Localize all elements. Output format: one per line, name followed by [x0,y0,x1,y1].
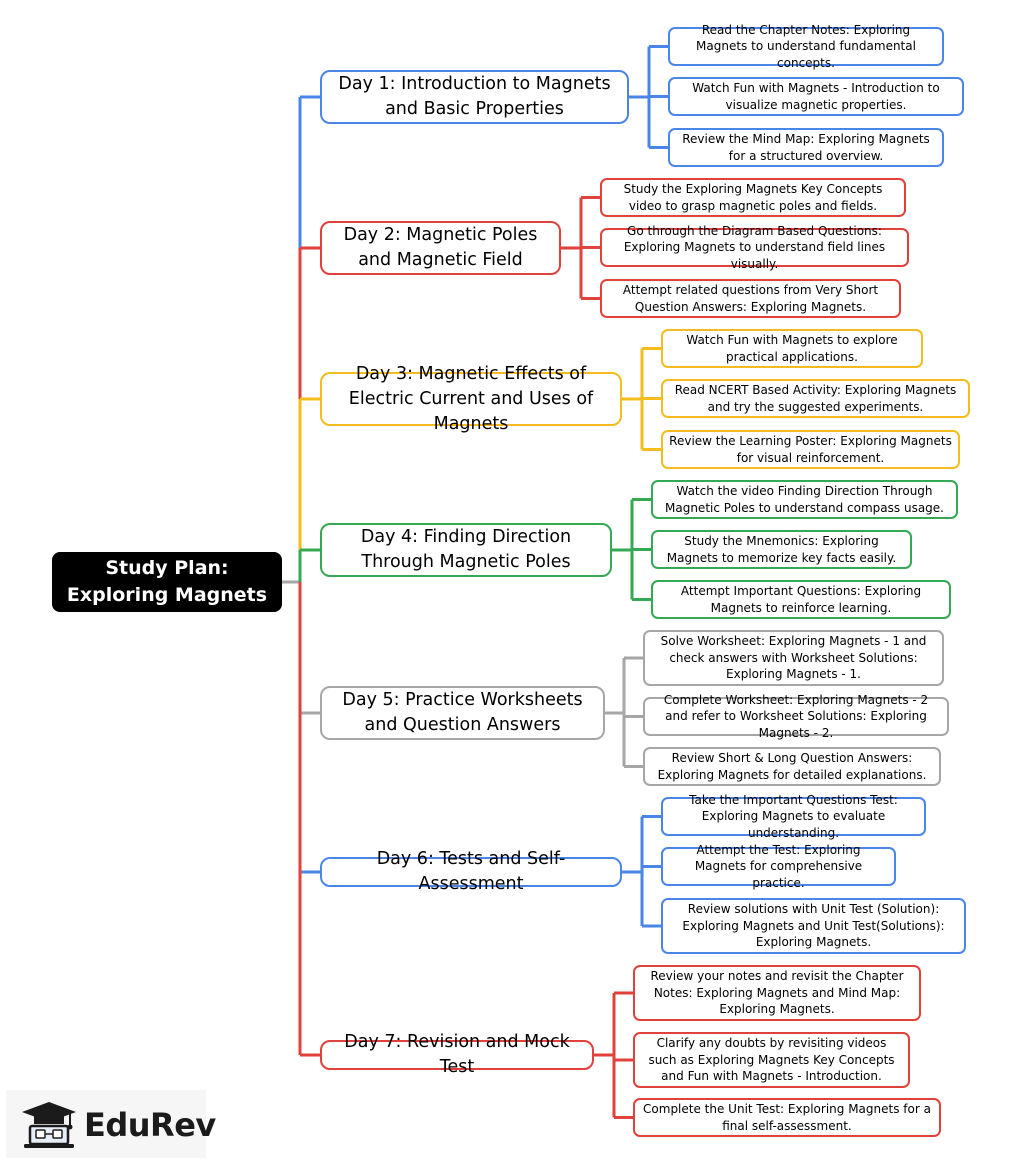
day-2-task-3: Attempt related questions from Very Shor… [600,279,901,318]
root-node: Study Plan: Exploring Magnets [52,552,282,612]
day-3-task-3: Review the Learning Poster: Exploring Ma… [661,430,960,469]
day-1-task-3: Review the Mind Map: Exploring Magnets f… [668,128,944,167]
day-node-1: Day 1: Introduction to Magnets and Basic… [320,70,629,124]
day-7-task-2: Clarify any doubts by revisiting videos … [633,1032,910,1088]
day-5-task-1: Solve Worksheet: Exploring Magnets - 1 a… [643,630,944,686]
day-4-task-2: Study the Mnemonics: Exploring Magnets t… [651,530,912,569]
day-4-task-1: Watch the video Finding Direction Throug… [651,480,958,519]
day-2-task-1: Study the Exploring Magnets Key Concepts… [600,178,906,217]
day-6-task-1: Take the Important Questions Test: Explo… [661,793,926,840]
edurev-logo: EduRev [6,1090,216,1158]
day-4-task-3: Attempt Important Questions: Exploring M… [651,580,951,619]
day-node-5: Day 5: Practice Worksheets and Question … [320,686,605,740]
day-2-task-2: Go through the Diagram Based Questions: … [600,224,909,271]
day-7-task-3: Complete the Unit Test: Exploring Magnet… [633,1098,941,1137]
day-7-task-1: Review your notes and revisit the Chapte… [633,965,921,1021]
day-node-2: Day 2: Magnetic Poles and Magnetic Field [320,221,561,275]
day-3-task-2: Read NCERT Based Activity: Exploring Mag… [661,379,970,418]
day-node-6: Day 6: Tests and Self-Assessment [320,849,622,894]
day-node-4: Day 4: Finding Direction Through Magneti… [320,523,612,577]
day-node-3: Day 3: Magnetic Effects of Electric Curr… [320,364,622,434]
day-3-task-1: Watch Fun with Magnets to explore practi… [661,329,923,368]
logo-wordmark: EduRev [84,1106,216,1144]
graduation-cap-laptop-icon [22,1102,76,1148]
day-node-7: Day 7: Revision and Mock Test [320,1032,594,1077]
day-1-task-2: Watch Fun with Magnets - Introduction to… [668,77,964,116]
day-6-task-3: Review solutions with Unit Test (Solutio… [661,898,966,954]
day-1-task-1: Read the Chapter Notes: Exploring Magnet… [668,23,944,70]
day-6-task-2: Attempt the Test: Exploring Magnets for … [661,843,896,890]
day-5-task-3: Review Short & Long Question Answers: Ex… [643,747,941,786]
day-5-task-2: Complete Worksheet: Exploring Magnets - … [643,693,949,740]
